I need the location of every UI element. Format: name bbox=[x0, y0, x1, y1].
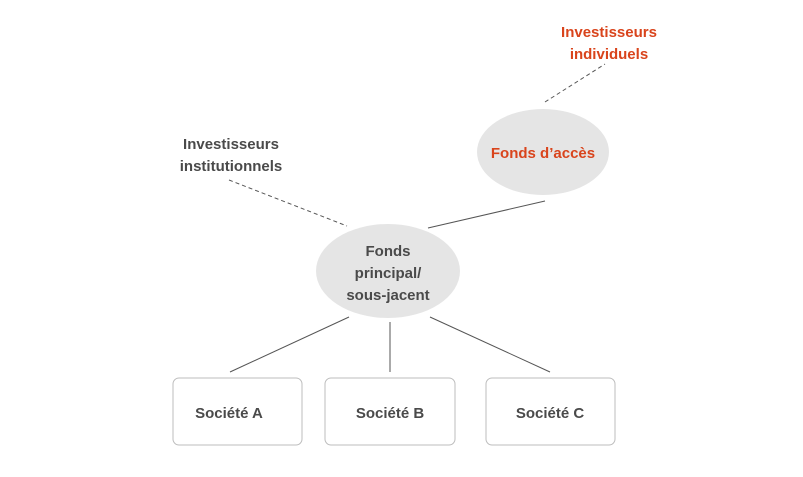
individual-investors-label-1: Investisseurs bbox=[561, 24, 657, 41]
company-c-box bbox=[485, 377, 616, 446]
individual-investors-label-2: individuels bbox=[570, 46, 648, 63]
company-a-box bbox=[172, 377, 303, 446]
master-fund-label-3: sous-jacent bbox=[346, 287, 429, 304]
company-c-connector bbox=[429, 316, 551, 373]
company-b-box bbox=[324, 377, 456, 446]
company-a-label: Société A bbox=[195, 405, 263, 422]
feeder-fund-label: Fonds d’accès bbox=[491, 145, 595, 162]
institutional-investors-connector bbox=[228, 179, 348, 227]
feeder-fund-node bbox=[477, 109, 609, 195]
individual-investors-connector bbox=[544, 63, 606, 103]
master-fund-label-1: Fonds bbox=[366, 243, 411, 260]
institutional-investors-label-2: institutionnels bbox=[180, 158, 283, 175]
institutional-investors-label-1: Investisseurs bbox=[183, 136, 279, 153]
company-a-connector bbox=[229, 316, 350, 373]
master-fund-node bbox=[316, 224, 460, 318]
master-fund-label-2: principal/ bbox=[355, 265, 423, 282]
feeder-master-connector bbox=[427, 200, 546, 229]
company-c-label: Société C bbox=[516, 405, 585, 422]
company-b-label: Société B bbox=[356, 405, 425, 422]
